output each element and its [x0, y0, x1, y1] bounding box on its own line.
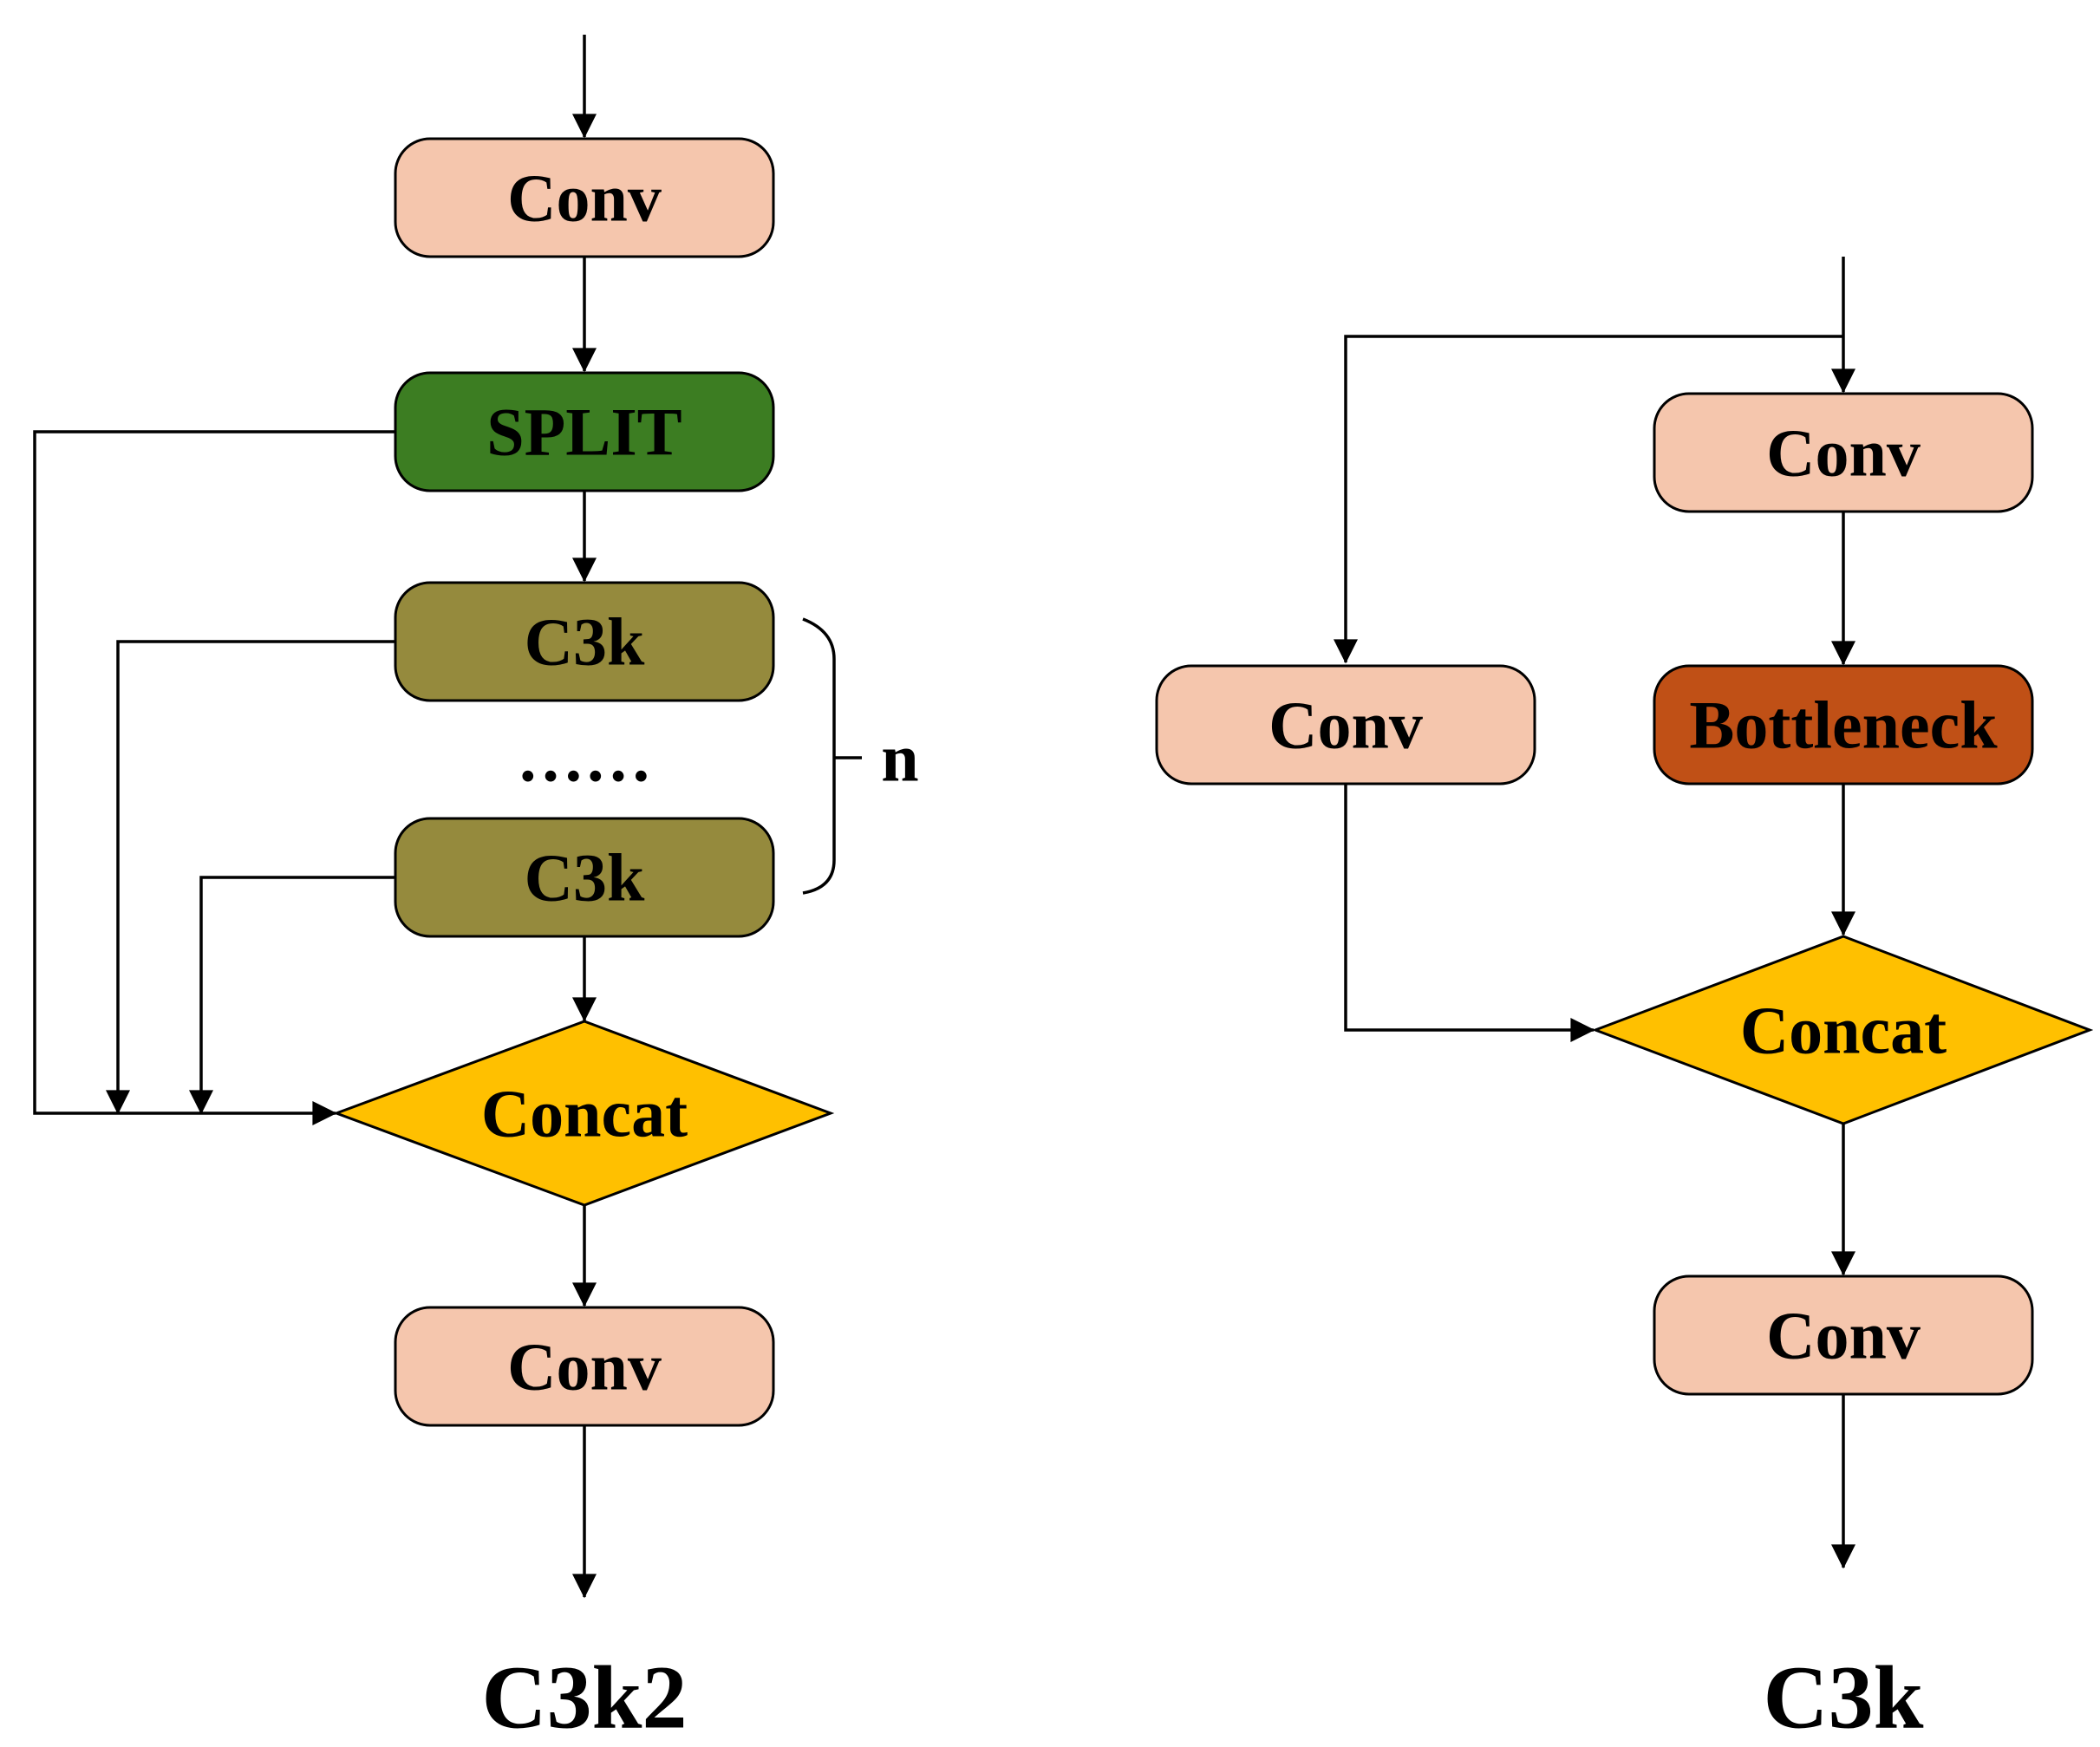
c3k-conv-bottom-box	[1653, 1274, 2034, 1396]
repeat-count-label: n	[881, 720, 918, 796]
c3k2-conv-bottom-box	[394, 1306, 775, 1427]
c3k2-concat-label: Concat	[481, 1076, 688, 1151]
repeat-bracket	[802, 617, 836, 895]
c3k2-conv-bottom: Conv	[394, 1306, 775, 1427]
c3k2-conv-top-box	[394, 137, 775, 258]
left-conv-to-concat	[1344, 784, 1595, 1042]
c3k2-title: C3k2	[482, 1648, 688, 1747]
c3k-title: C3k	[1764, 1648, 1924, 1747]
c3k2-conv-bottom-label: Conv	[507, 1329, 662, 1405]
c3k-first-skip-connection	[106, 640, 395, 1115]
c3k-concat-node: Concat	[1591, 935, 2094, 1125]
split-label: SPLIT	[486, 394, 682, 470]
c3k-last-label: C3k	[525, 840, 645, 916]
split-node: SPLIT	[394, 371, 775, 492]
split-skip-connection	[33, 430, 395, 1125]
bottleneck-node: Bottleneck	[1653, 664, 2034, 785]
c3k-conv-bottom-label: Conv	[1766, 1298, 1921, 1373]
c3k-last-box	[394, 817, 775, 938]
c3k-conv-top: Conv	[1653, 392, 2034, 513]
c3k2-conv-top-label: Conv	[507, 160, 662, 236]
c3k-branch-to-left-conv	[1334, 335, 1843, 664]
bottleneck-box	[1653, 664, 2034, 785]
c3k-connectors	[1334, 257, 1855, 1569]
c3k-conv-left-label: Conv	[1268, 688, 1423, 763]
c3k-conv-bottom: Conv	[1653, 1274, 2034, 1396]
c3k-block: Conv Conv Bottleneck Concat Conv C3k	[1155, 257, 2094, 1747]
c3k2-connectors	[33, 35, 862, 1599]
c3k-last-node: C3k	[394, 817, 775, 938]
c3k-conv-left: Conv	[1155, 664, 1536, 785]
c3k-first-box	[394, 581, 775, 702]
c3k-concat-label: Concat	[1740, 993, 1947, 1068]
c3k2-block: Conv SPLIT C3k …… C3k n Concat Conv C3k2	[33, 35, 919, 1747]
split-box	[394, 371, 775, 492]
bottleneck-label: Bottleneck	[1689, 688, 1998, 763]
c3k-conv-top-label: Conv	[1766, 415, 1921, 491]
c3k2-concat-diamond	[332, 1020, 835, 1207]
c3k-concat-diamond	[1591, 935, 2094, 1125]
c3k-conv-top-box	[1653, 392, 2034, 513]
c3k2-conv-top: Conv	[394, 137, 775, 258]
c3k2-concat-node: Concat	[332, 1020, 835, 1207]
c3k-first-label: C3k	[525, 604, 645, 680]
c3k-first-node: C3k	[394, 581, 775, 702]
c3k-last-skip-connection	[189, 876, 395, 1115]
c3k-conv-left-box	[1155, 664, 1536, 785]
c3k-repeat-ellipsis: ……	[517, 720, 652, 796]
